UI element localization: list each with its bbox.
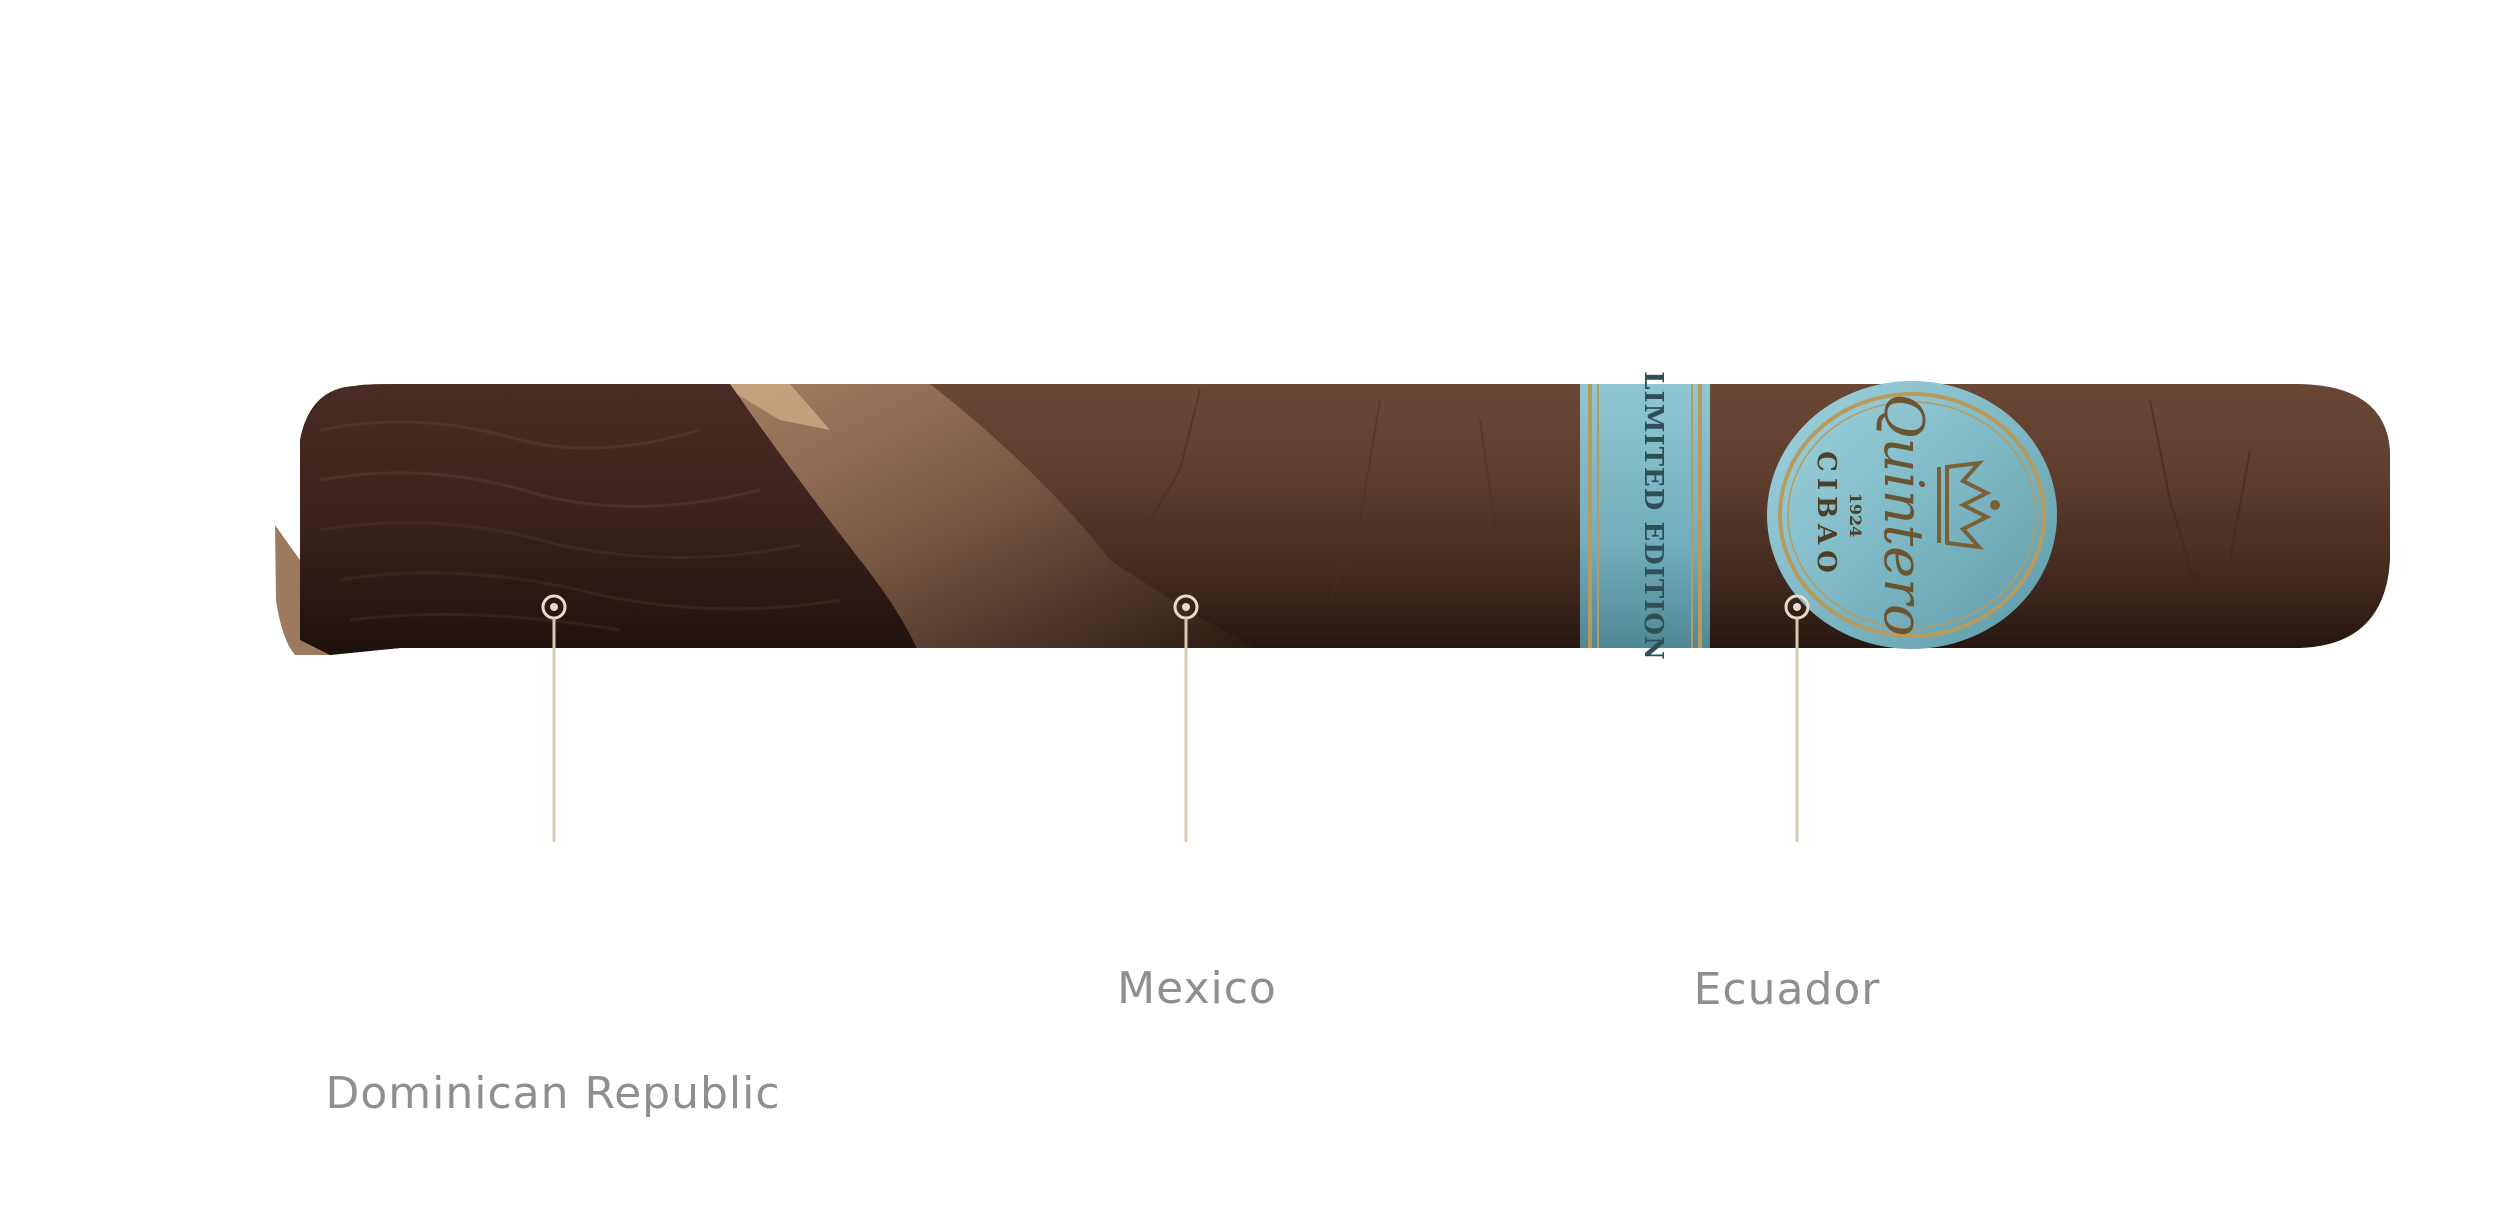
limited-edition-text: LIMITED EDITION — [1638, 371, 1668, 661]
cigar-filler — [290, 384, 920, 655]
origin-label-ecuador: Ecuador — [1693, 964, 1881, 1015]
marker-binder — [541, 594, 567, 842]
brand-year-text: 1924 — [1846, 493, 1865, 538]
origin-label-dominican-republic: Dominican Republic — [325, 1068, 781, 1119]
cigar-foot-tip — [275, 525, 330, 655]
brand-region-text: CIBAO — [1811, 451, 1841, 579]
crown-icon — [1937, 460, 2000, 550]
limited-edition-band: LIMITED EDITION — [1580, 371, 1710, 661]
brand-medallion: Quintero 1924 CIBAO — [1767, 381, 2057, 649]
marker-wrapper — [1784, 594, 1810, 842]
marker-filler — [1173, 594, 1199, 842]
origin-label-mexico: Mexico — [1117, 963, 1277, 1014]
brand-script-text: Quintero — [1872, 393, 1935, 636]
